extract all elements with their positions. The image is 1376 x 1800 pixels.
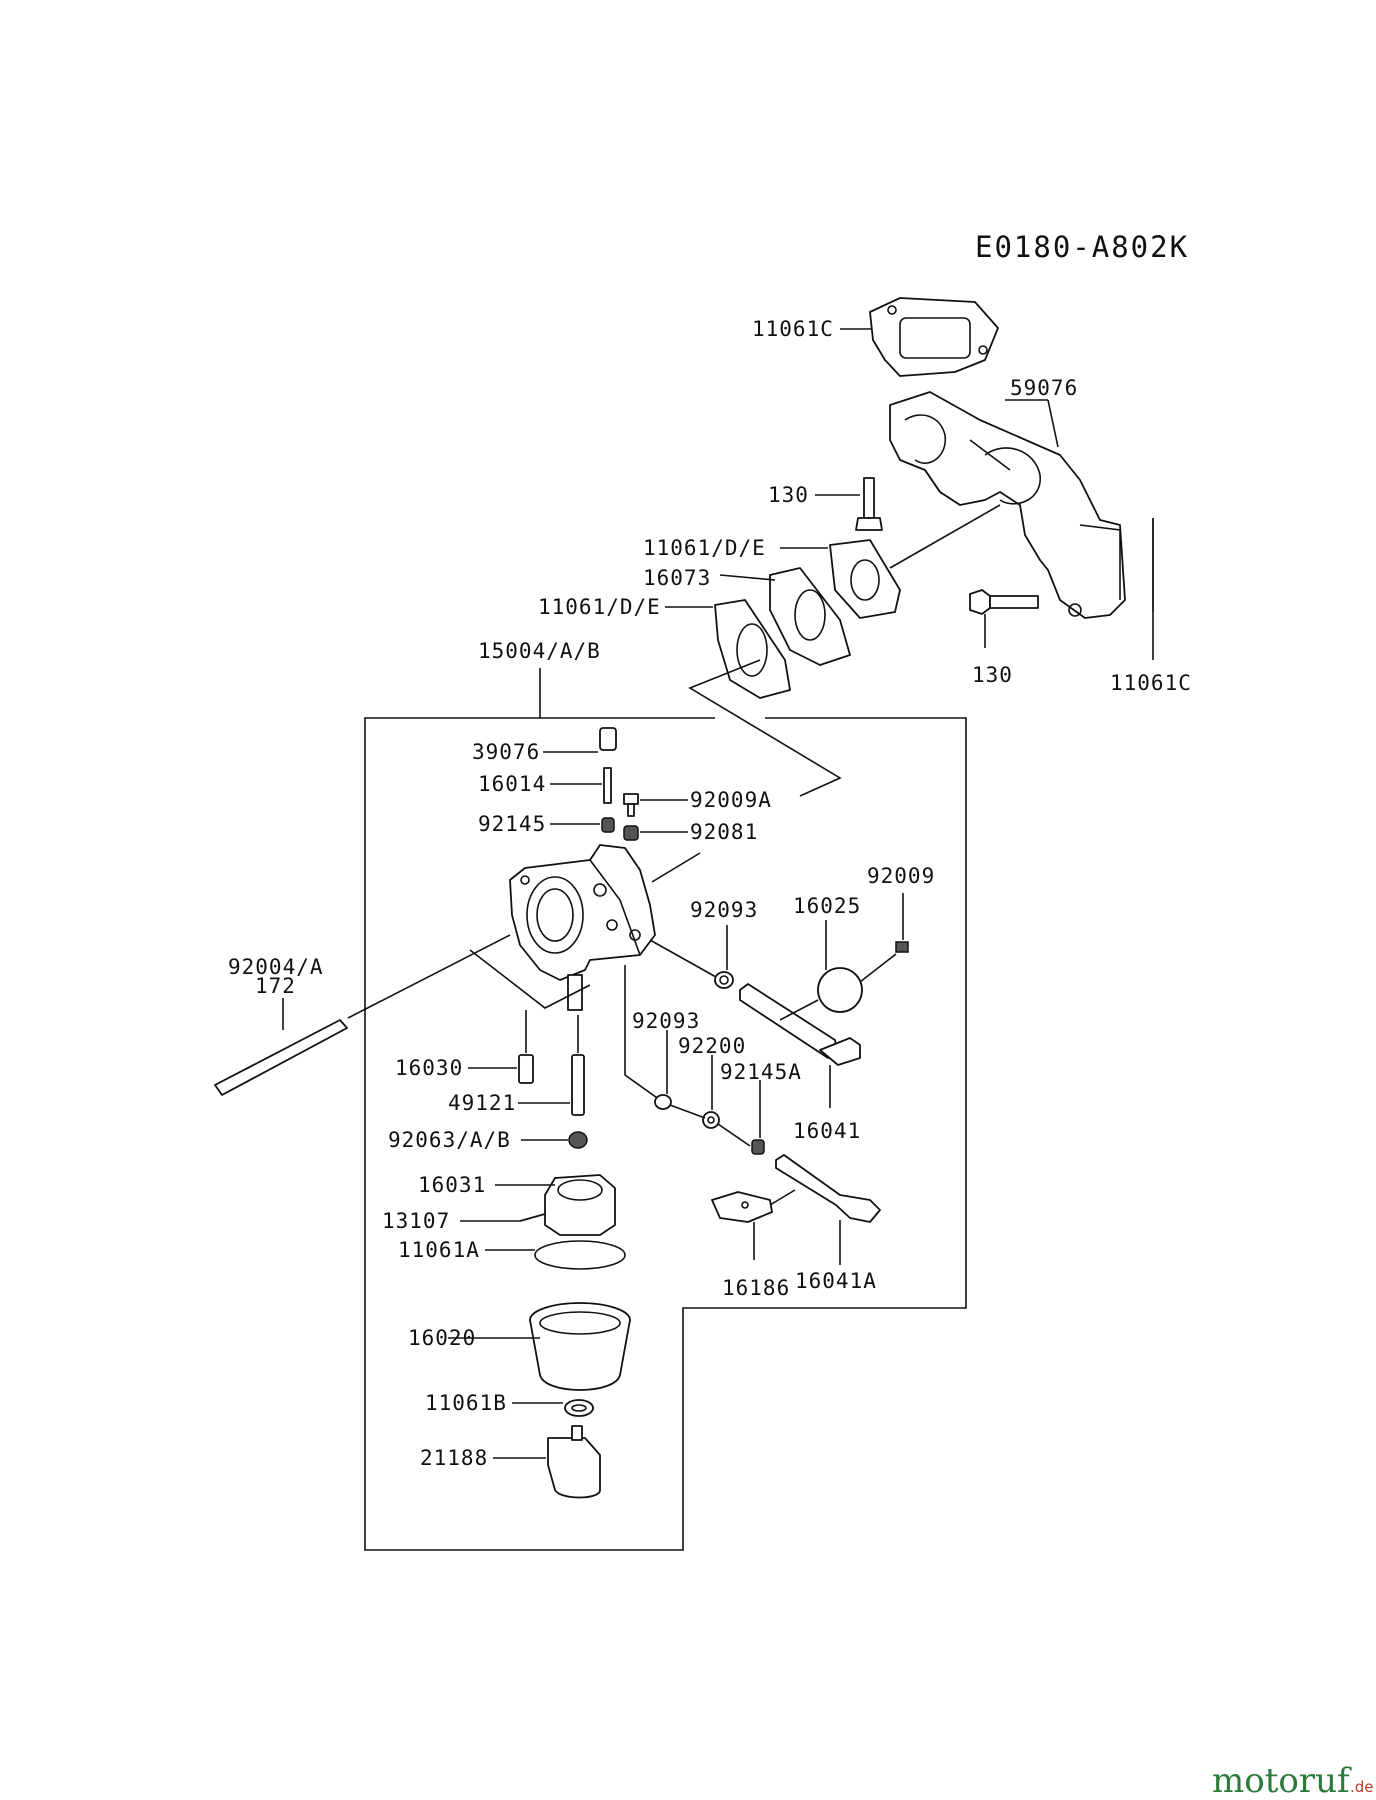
label-16030: 16030 xyxy=(395,1056,463,1080)
label-130-bottom: 130 xyxy=(972,663,1013,687)
gasket-11061c-top xyxy=(869,297,999,377)
pin-13107 xyxy=(519,1213,546,1222)
washer-92200 xyxy=(702,1111,720,1129)
label-21188: 21188 xyxy=(420,1446,488,1470)
label-92093-lower: 92093 xyxy=(632,1009,700,1033)
plate-16186 xyxy=(711,1191,773,1223)
gasket-11061de-lower xyxy=(714,599,791,699)
diagram-code: E0180-A802K xyxy=(975,230,1189,264)
label-11061de-upper: 11061/D/E xyxy=(643,536,766,560)
label-59076: 59076 xyxy=(1010,376,1078,400)
svg-text:motoruf: motoruf xyxy=(1212,1761,1352,1800)
spacer-16073 xyxy=(769,567,851,666)
float-bowl-16020 xyxy=(529,1302,631,1391)
svg-text:.de: .de xyxy=(1350,1778,1374,1796)
label-16014: 16014 xyxy=(478,772,546,796)
label-49121: 49121 xyxy=(448,1091,516,1115)
needle-16014 xyxy=(603,767,612,804)
screw-92009a xyxy=(623,793,639,817)
oring-11061a xyxy=(534,1240,626,1270)
bushing-92093-lower xyxy=(654,1094,672,1110)
jet-92063 xyxy=(568,1131,588,1149)
stud-92004a xyxy=(214,1019,348,1096)
label-39076: 39076 xyxy=(472,740,540,764)
assembly-frame xyxy=(364,717,967,1551)
label-92145a: 92145A xyxy=(720,1060,802,1084)
label-15004: 15004/A/B xyxy=(478,639,601,663)
label-11061a: 11061A xyxy=(398,1238,480,1262)
disc-16025 xyxy=(817,967,863,1013)
label-92009: 92009 xyxy=(867,864,935,888)
label-11061c-right: 11061C xyxy=(1110,671,1192,695)
label-16025: 16025 xyxy=(793,894,861,918)
label-130-top: 130 xyxy=(768,483,809,507)
bushing-92093-upper xyxy=(714,971,734,989)
watermark-logo: motoruf .de xyxy=(1212,1761,1374,1800)
float-16031 xyxy=(544,1174,616,1236)
label-16041a: 16041A xyxy=(795,1269,877,1293)
label-92093-upper: 92093 xyxy=(690,898,758,922)
label-92009a: 92009A xyxy=(690,788,772,812)
label-92145: 92145 xyxy=(478,812,546,836)
screw-92009 xyxy=(895,941,909,953)
part-39076 xyxy=(599,727,617,751)
label-16041: 16041 xyxy=(793,1119,861,1143)
label-16186: 16186 xyxy=(722,1276,790,1300)
washer-11061b xyxy=(564,1399,594,1417)
intake-manifold-59076 xyxy=(889,391,1126,619)
solenoid-21188 xyxy=(547,1425,601,1499)
spring-92081 xyxy=(623,825,639,841)
label-13107: 13107 xyxy=(382,1209,450,1233)
label-16073: 16073 xyxy=(643,566,711,590)
gasket-11061de-upper xyxy=(829,539,901,619)
label-92063: 92063/A/B xyxy=(388,1128,511,1152)
nozzle-49121 xyxy=(571,1054,585,1116)
label-92081: 92081 xyxy=(690,820,758,844)
shaft-16041 xyxy=(739,983,861,1066)
label-11061c-top: 11061C xyxy=(752,317,834,341)
label-172: 172 xyxy=(255,974,296,998)
spring-92145a xyxy=(751,1139,765,1155)
label-11061b: 11061B xyxy=(425,1391,507,1415)
part-16030 xyxy=(518,1054,534,1084)
label-11061de-lower: 11061/D/E xyxy=(538,595,661,619)
bolt-130-top xyxy=(855,477,883,531)
carburetor-body xyxy=(509,844,656,1011)
label-16020: 16020 xyxy=(408,1326,476,1350)
spring-92145 xyxy=(601,817,615,833)
label-16031: 16031 xyxy=(418,1173,486,1197)
label-92004a: 92004/A xyxy=(228,955,324,979)
bolt-130-bottom xyxy=(969,589,1039,615)
label-92200: 92200 xyxy=(678,1034,746,1058)
shaft-16041a xyxy=(775,1154,881,1223)
